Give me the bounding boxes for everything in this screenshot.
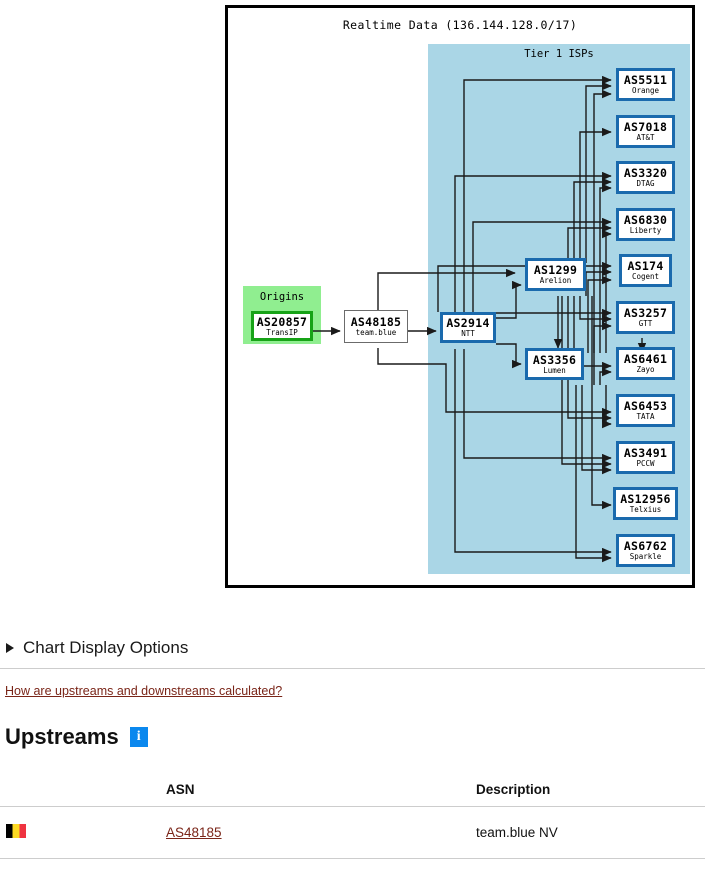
node-asn: AS2914 [446, 316, 490, 331]
node-asn: AS6453 [623, 399, 668, 414]
node-asn: AS3356 [532, 352, 577, 367]
tier1-isps-label: Tier 1 ISPs [524, 48, 594, 60]
node-asn: AS6762 [623, 539, 668, 554]
description-cell: team.blue NV [476, 806, 705, 859]
page-title: Upstreams [5, 724, 119, 749]
as-graph-chart: Realtime Data (136.144.128.0/17) Tier 1 … [225, 5, 695, 588]
node-name: DTAG [636, 179, 655, 189]
upstreams-heading-group: Upstreams i [5, 724, 148, 750]
node-as3257[interactable]: AS3257 GTT [616, 301, 675, 334]
node-asn: AS3257 [623, 306, 668, 321]
column-header-description: Description [476, 778, 705, 807]
node-as48185[interactable]: AS48185 team.blue [344, 310, 408, 343]
node-asn: AS48185 [350, 315, 402, 330]
chart-title: Realtime Data (136.144.128.0/17) [342, 18, 578, 32]
node-as5511[interactable]: AS5511 Orange [616, 68, 675, 101]
node-asn: AS1299 [533, 263, 578, 278]
origins-label: Origins [259, 291, 305, 303]
asn-cell: AS48185 [166, 806, 476, 859]
node-name: AT&T [636, 133, 655, 143]
upstream-calculation-help-link[interactable]: How are upstreams and downstreams calcul… [5, 684, 283, 698]
node-name: Cogent [631, 272, 660, 282]
node-name: Telxius [629, 505, 662, 515]
node-as3356[interactable]: AS3356 Lumen [525, 348, 584, 380]
chevron-right-icon [6, 643, 14, 653]
node-as7018[interactable]: AS7018 AT&T [616, 115, 675, 148]
node-name: Liberty [629, 226, 662, 236]
node-as1299[interactable]: AS1299 Arelion [525, 258, 586, 291]
node-as6830[interactable]: AS6830 Liberty [616, 208, 675, 241]
node-as174[interactable]: AS174 Cogent [619, 254, 672, 287]
node-asn: AS6461 [623, 352, 668, 367]
node-as12956[interactable]: AS12956 Telxius [613, 487, 678, 520]
node-name: GTT [638, 319, 653, 329]
divider [0, 668, 705, 669]
info-icon[interactable]: i [129, 727, 148, 747]
node-as3491[interactable]: AS3491 PCCW [616, 441, 675, 474]
node-asn: AS3320 [623, 166, 668, 181]
node-asn: AS174 [627, 259, 664, 274]
table-header-row: ASN Description [0, 778, 705, 807]
node-name: TATA [636, 412, 655, 422]
node-as20857[interactable]: AS20857 TransIP [251, 311, 313, 341]
column-header-flag [0, 778, 166, 807]
node-asn: AS12956 [620, 492, 671, 507]
edge-layer [313, 75, 647, 563]
node-as6461[interactable]: AS6461 Zayo [616, 347, 675, 380]
node-name: PCCW [636, 459, 655, 469]
node-as3320[interactable]: AS3320 DTAG [616, 161, 675, 194]
node-name: Sparkle [629, 552, 662, 562]
node-asn: AS3491 [623, 446, 668, 461]
node-asn: AS7018 [623, 120, 668, 135]
node-name: Arelion [539, 276, 572, 286]
upstreams-table: ASN Description AS48185 team.blue NV [0, 778, 705, 859]
belgium-flag-icon [6, 824, 26, 838]
node-as6453[interactable]: AS6453 TATA [616, 394, 675, 427]
node-name: Zayo [636, 365, 655, 375]
node-name: team.blue [355, 328, 397, 338]
node-name: NTT [461, 329, 475, 339]
node-name: Orange [631, 86, 660, 96]
chart-display-options-label: Chart Display Options [23, 638, 189, 657]
chart-display-options-toggle[interactable]: Chart Display Options [0, 633, 705, 663]
country-flag-cell [0, 806, 166, 859]
node-name: Lumen [543, 365, 566, 375]
node-name: TransIP [266, 327, 298, 337]
node-asn: AS20857 [256, 314, 308, 329]
node-asn: AS5511 [623, 73, 668, 88]
node-asn: AS6830 [623, 213, 668, 228]
table-row: AS48185 team.blue NV [0, 806, 705, 859]
column-header-asn: ASN [166, 778, 476, 807]
node-as6762[interactable]: AS6762 Sparkle [616, 534, 675, 567]
node-as2914[interactable]: AS2914 NTT [440, 312, 496, 343]
asn-link[interactable]: AS48185 [166, 825, 222, 840]
